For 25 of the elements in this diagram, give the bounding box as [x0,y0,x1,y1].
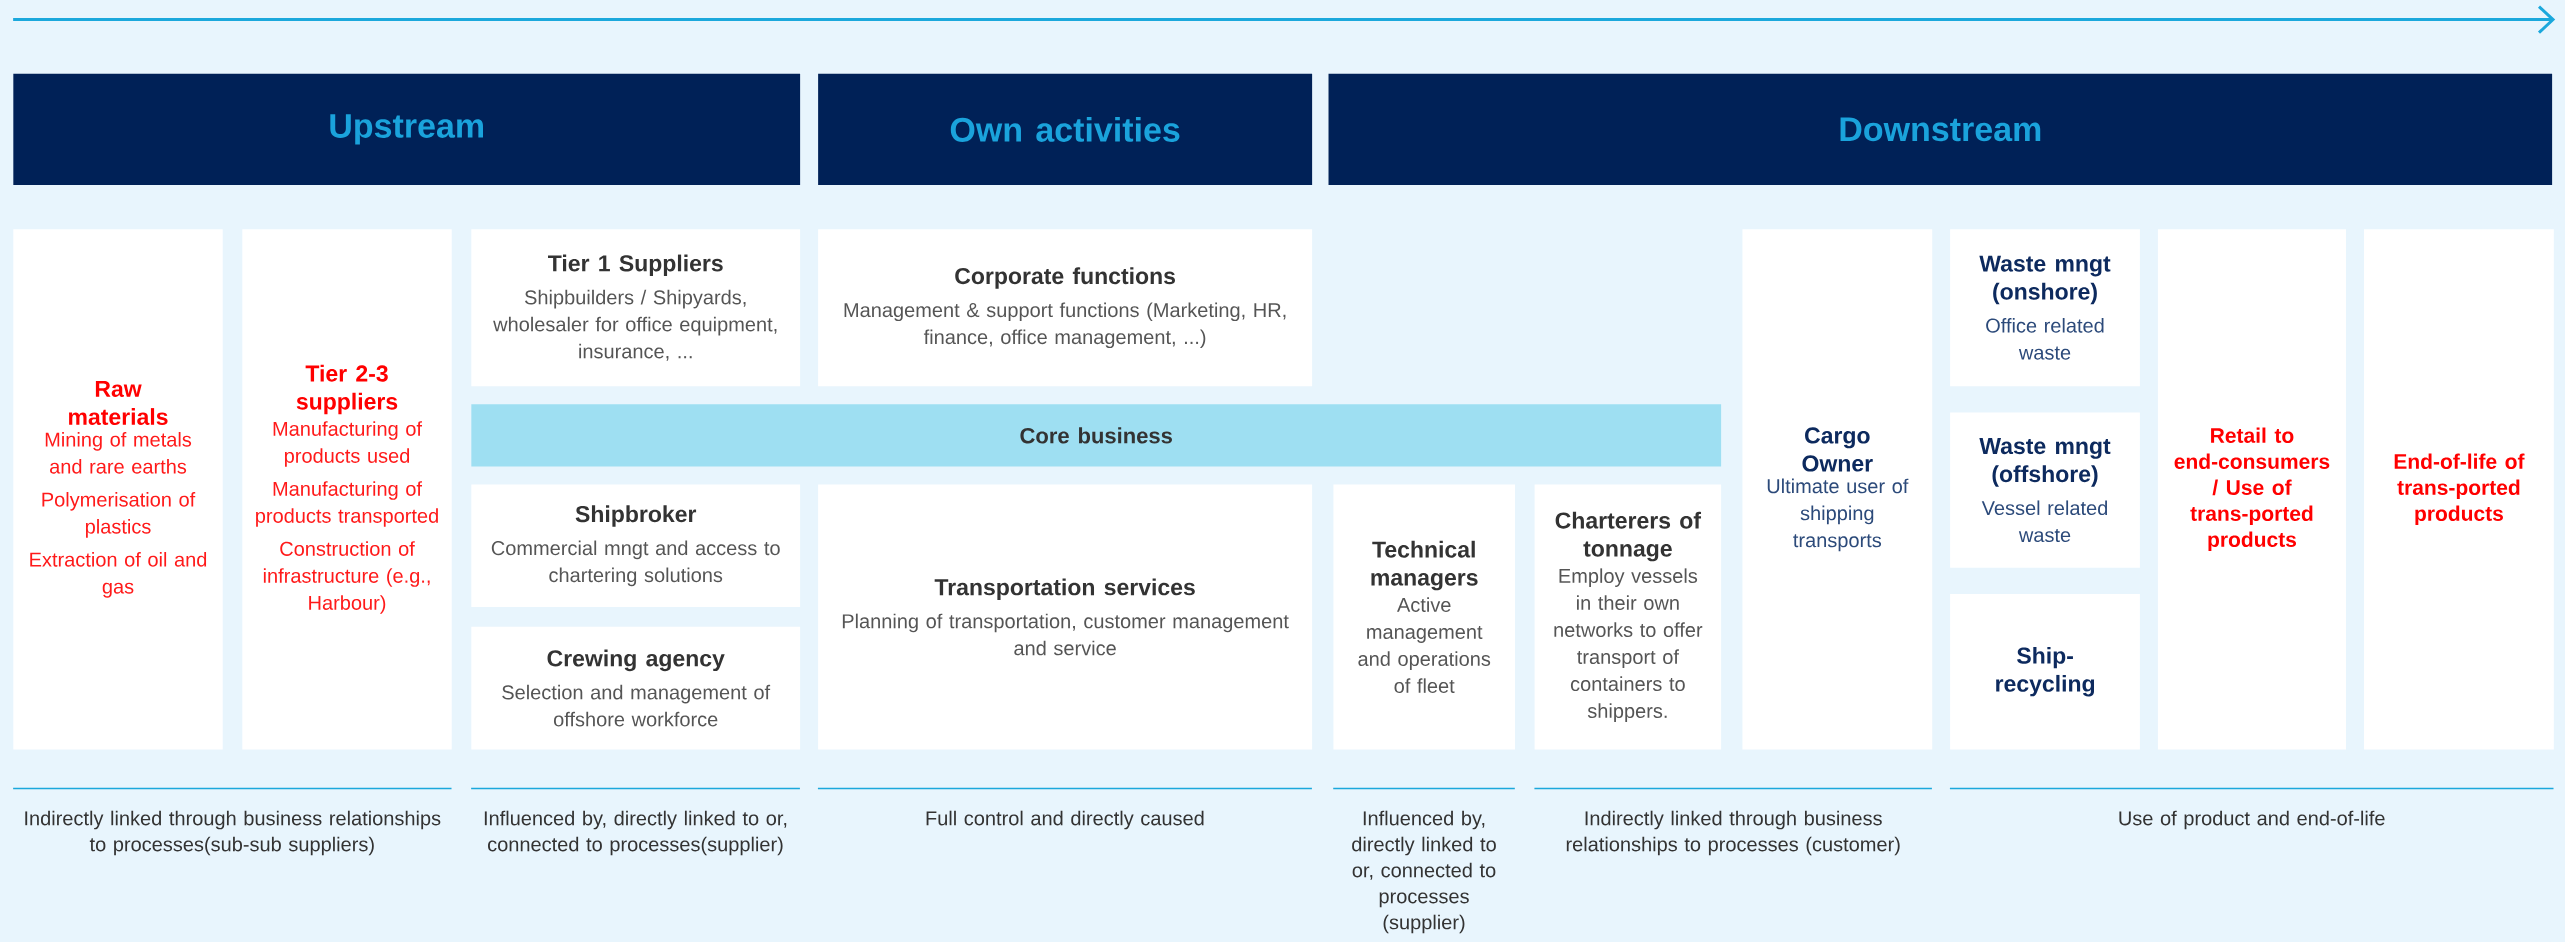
info-card: End-of-life of trans-ported products [2364,229,2554,750]
header-band: Own activities [818,73,1313,185]
info-card: Cargo Owner Ultimate user of shipping transports [1742,229,1933,750]
core-business-band: Core business [471,404,1722,467]
header-band: Downstream [1328,73,2553,185]
info-card: Raw materials Mining of metals and rare earths Polymerisation of plastics Extraction of oil and gas [13,229,223,750]
caption-text: Influenced by, directly linked to or, connected to processes(supplier) [484,810,787,856]
info-card: Technical managers Active management and operations of fleet [1333,484,1515,750]
info-card: Tier 2-3 suppliers Manufacturing of products used Manufacturing of products transported Construction of infrastructure (e.g., Harbour) [242,229,452,750]
info-card: Ship-recycling [1950,594,2140,750]
caption-text: Use of product and end-of-life [2119,810,2385,830]
caption-text: Influenced by, directly linked to or, connected to processes (supplier) [1352,810,1496,934]
info-card: Transportation services Planning of transportation, customer management and service [818,484,1313,750]
info-card: Retail to end-consumers / Use of trans-ported products [2157,229,2346,750]
info-card: Tier 1 Suppliers Shipbuilders / Shipyards, wholesaler for office equipment, insurance, ... [471,229,801,387]
info-card: Waste mngt (onshore) Office related waste [1950,229,2140,387]
info-card: Corporate functions Management & support functions (Marketing, HR, finance, office management, ...) [818,229,1313,387]
info-card: Charterers of tonnage Employ vessels in their own networks to offer transport of containers to shippers. [1534,484,1722,750]
caption-text: Full control and directly caused [926,810,1204,830]
info-card: Waste mngt (offshore) Vessel related waste [1950,412,2140,568]
caption-text: Indirectly linked through business relationships to processes(sub-sub suppliers) [25,810,441,856]
header-band: Upstream [13,73,801,185]
info-card: Shipbroker Commercial mngt and access to chartering solutions [471,484,801,608]
info-card: Crewing agency Selection and management of offshore workforce [471,626,801,750]
caption-text: Indirectly linked through business relationships to processes (customer) [1566,810,1900,856]
